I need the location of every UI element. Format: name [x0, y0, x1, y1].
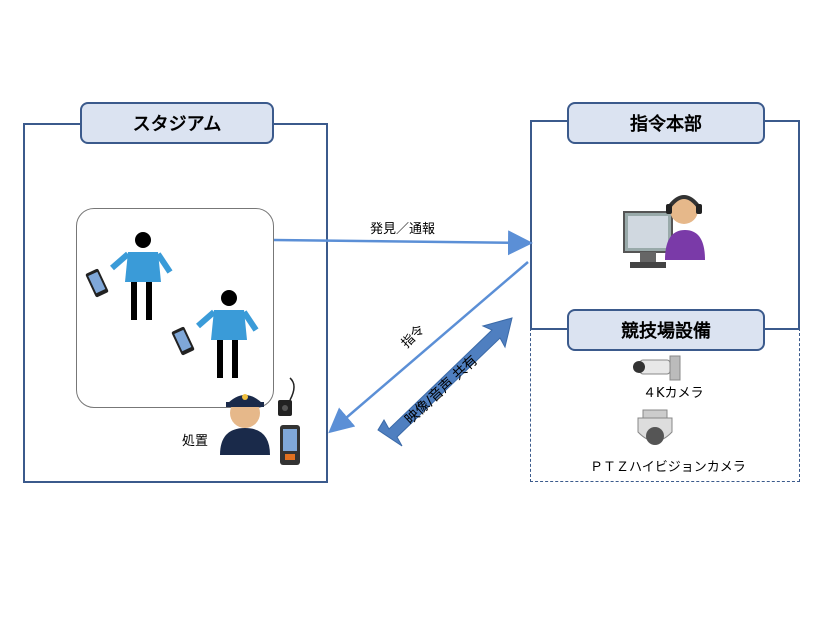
- person-icon: [196, 290, 259, 378]
- handheld-terminal-icon: [280, 425, 300, 465]
- security-officer-icon: [220, 394, 270, 455]
- camera-ptz-label: ＰＴＺハイビジョンカメラ: [590, 460, 746, 475]
- stadium-inner-area: [76, 208, 274, 408]
- camera-4k-label: ４Kカメラ: [643, 386, 704, 401]
- share-arrow: [377, 317, 513, 447]
- body-camera-icon: [278, 377, 295, 416]
- stadium-title: スタジアム: [80, 102, 274, 144]
- report-label: 発見／通報: [370, 222, 436, 237]
- facility-title: 競技場設備: [567, 309, 765, 351]
- smartphone-icon: [171, 326, 195, 356]
- report-arrow: [273, 230, 533, 256]
- operator-icon: [623, 195, 705, 268]
- smartphone-icon: [85, 268, 109, 298]
- action-label: 処置: [182, 434, 209, 449]
- 4k-camera-icon: [633, 355, 681, 381]
- person-icon: [110, 232, 173, 320]
- ptz-camera-icon: [637, 409, 673, 445]
- facility-panel: [530, 328, 800, 482]
- hq-title: 指令本部: [567, 102, 765, 144]
- command-arrow: [328, 261, 529, 434]
